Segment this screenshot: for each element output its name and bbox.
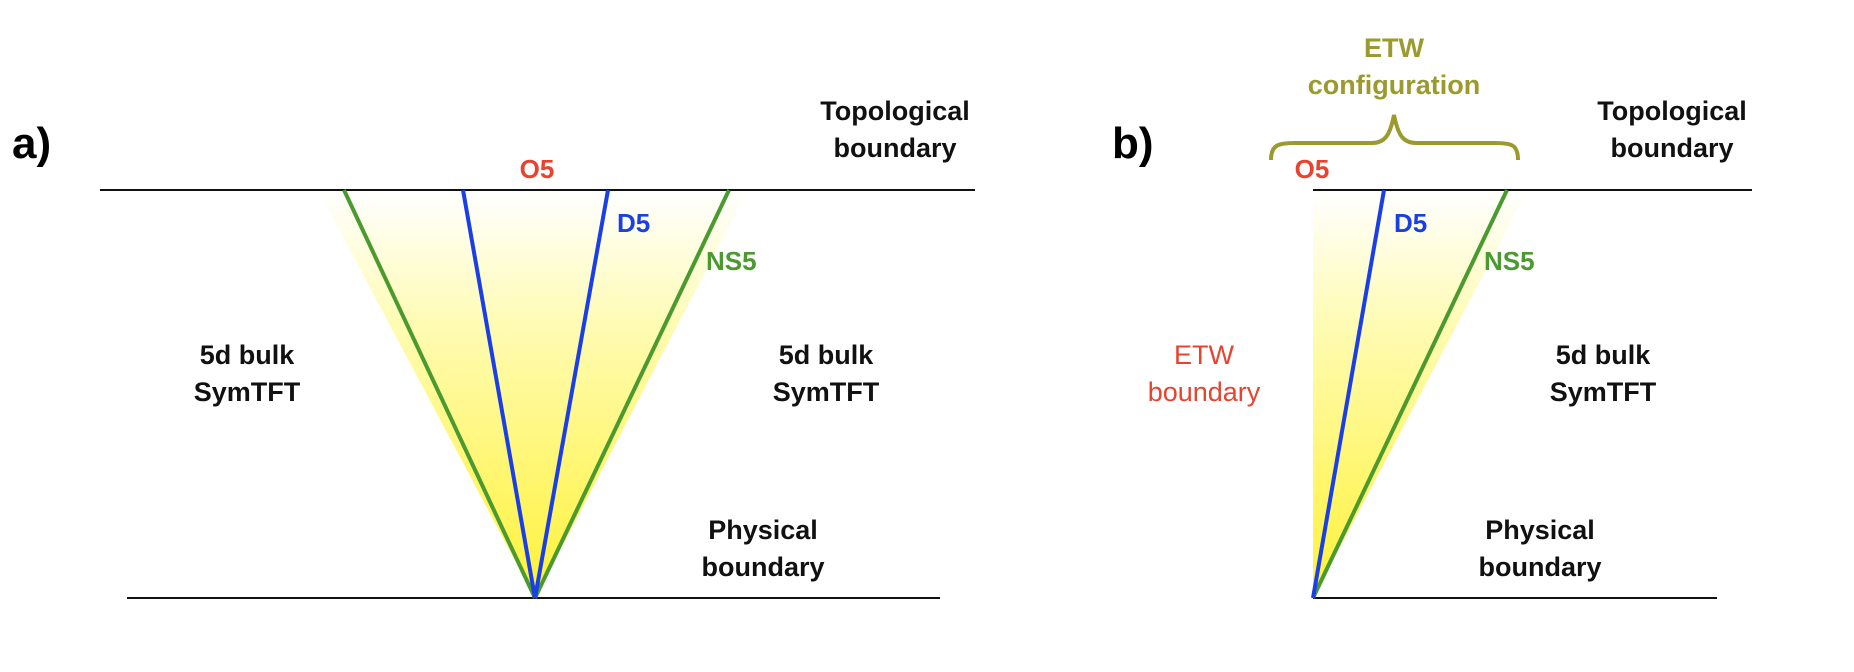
- panel-a: a) O5 D5 NS5 Topological boundary Physic…: [12, 96, 975, 599]
- panel-a-ns5-right-line: [533, 189, 731, 599]
- panel-a-bulk-right-label-2: SymTFT: [773, 377, 880, 407]
- panel-b-etw-boundary-label-1: ETW: [1174, 340, 1235, 370]
- panel-a-label: a): [12, 119, 51, 168]
- panel-b-etw-config-label-2: configuration: [1308, 70, 1480, 100]
- panel-a-glow-wedge: [318, 190, 748, 598]
- panel-a-bulk-right-label-1: 5d bulk: [779, 340, 874, 370]
- panel-b-bulk-right-label-2: SymTFT: [1550, 377, 1657, 407]
- panel-a-physical-label-2: boundary: [701, 552, 824, 582]
- panel-b-ns5-line: [1311, 189, 1509, 599]
- panel-b-topological-label-2: boundary: [1610, 133, 1733, 163]
- panel-a-ns5-label: NS5: [706, 246, 757, 276]
- panel-a-d5-right-line: [533, 189, 610, 599]
- panel-b-bulk-right-label-1: 5d bulk: [1556, 340, 1651, 370]
- panel-b-d5-label: D5: [1394, 208, 1427, 238]
- panel-b: b) ETW configuration O5 D5 NS5 Topologic…: [1112, 33, 1752, 599]
- panel-b-physical-label-2: boundary: [1478, 552, 1601, 582]
- panel-a-topological-label-2: boundary: [833, 133, 956, 163]
- panel-b-o5-label: O5: [1295, 154, 1330, 184]
- panel-b-label: b): [1112, 119, 1154, 168]
- panel-a-d5-label: D5: [617, 208, 650, 238]
- panel-a-d5-left-line: [461, 189, 537, 599]
- panel-b-etw-boundary-label-2: boundary: [1148, 377, 1261, 407]
- panel-a-o5-label: O5: [520, 154, 555, 184]
- panel-b-ns5-label: NS5: [1484, 246, 1535, 276]
- panel-a-bulk-left-label-1: 5d bulk: [200, 340, 295, 370]
- panel-b-etw-brace: [1269, 114, 1520, 161]
- panel-a-ns5-left-line: [342, 189, 537, 599]
- panel-b-etw-config-label-1: ETW: [1364, 33, 1425, 63]
- panel-a-topological-label-1: Topological: [820, 96, 970, 126]
- panel-b-d5-line: [1311, 189, 1386, 599]
- panel-b-physical-label-1: Physical: [1485, 515, 1595, 545]
- panel-a-physical-label-1: Physical: [708, 515, 818, 545]
- panel-a-bulk-left-label-2: SymTFT: [194, 377, 301, 407]
- panel-b-topological-label-1: Topological: [1597, 96, 1747, 126]
